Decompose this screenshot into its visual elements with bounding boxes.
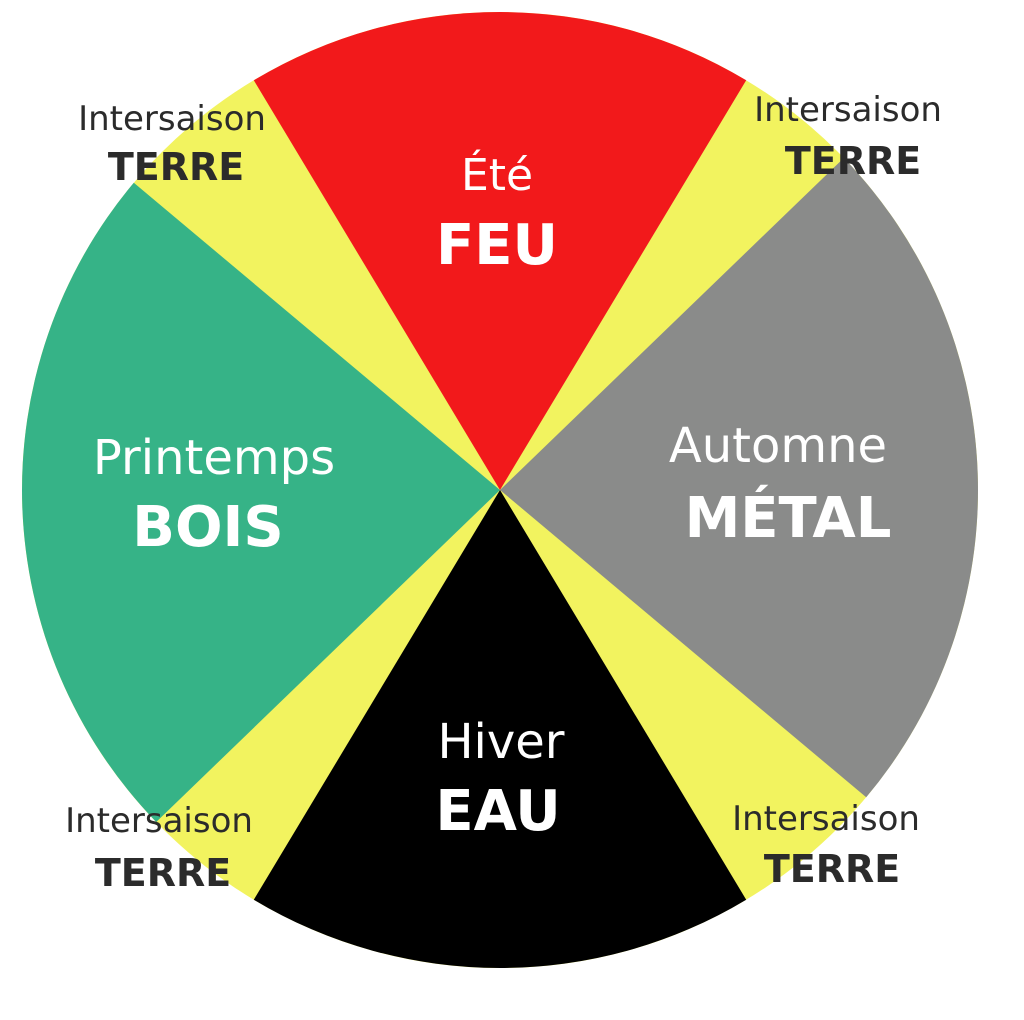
label-intersaison-top-left: Intersaison: [78, 99, 266, 139]
label-terre-top-left: TERRE: [108, 145, 244, 189]
label-terre-bottom-right: TERRE: [764, 847, 900, 891]
label-automne-season: Automne: [669, 418, 887, 474]
wedge-ete-feu: [253, 12, 747, 491]
label-automne-element: MÉTAL: [685, 485, 892, 551]
label-terre-bottom-left: TERRE: [95, 851, 231, 895]
label-intersaison-bottom-left: Intersaison: [65, 801, 253, 841]
label-terre-top-right: TERRE: [785, 139, 921, 183]
label-ete-element: FEU: [436, 213, 558, 278]
wedge-printemps-bois: [22, 182, 501, 822]
wedge-hiver-eau: [253, 490, 747, 968]
label-printemps-season: Printemps: [93, 430, 335, 486]
label-intersaison-top-right: Intersaison: [754, 90, 942, 130]
label-ete-season: Été: [461, 148, 533, 201]
label-printemps-element: BOIS: [132, 495, 283, 560]
label-hiver-season: Hiver: [437, 714, 564, 770]
label-intersaison-bottom-right: Intersaison: [732, 799, 920, 839]
label-hiver-element: EAU: [435, 779, 560, 844]
wedge-automne-metal: [500, 158, 978, 798]
